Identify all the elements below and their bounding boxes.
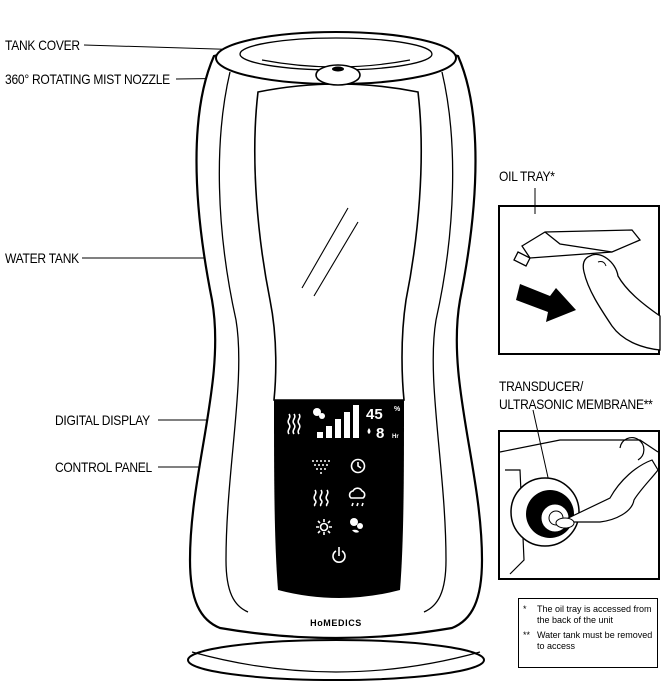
humidity-icon (348, 487, 366, 507)
label-tank-cover: TANK COVER (5, 37, 80, 53)
warm-mist-button[interactable] (313, 489, 329, 507)
timer-unit: Hr (392, 434, 399, 440)
power-button[interactable] (332, 547, 346, 563)
control-panel (274, 400, 404, 598)
transducer-drawing (499, 437, 659, 575)
label-control-panel: CONTROL PANEL (55, 459, 153, 475)
mist-nozzle (315, 64, 361, 86)
light-button[interactable] (316, 519, 332, 535)
label-oil-tray: OIL TRAY* (499, 168, 555, 184)
droplet-icon (367, 428, 371, 434)
mist-level-icon (312, 460, 330, 474)
timer-readout: 8 (376, 425, 384, 442)
humidity-unit: % (394, 406, 401, 413)
cotton-swab-icon (555, 517, 575, 529)
water-tank (253, 83, 423, 401)
finger-icon (582, 253, 661, 351)
humidity-readout: 45 (366, 406, 383, 423)
footnote-2-text: Water tank must be removed to access (537, 630, 653, 651)
timer-button[interactable] (350, 458, 366, 474)
light-icon (316, 519, 332, 535)
label-digital-display: DIGITAL DISPLAY (55, 412, 150, 428)
leader-tank-cover (83, 44, 249, 51)
warm-mist-indicator-icon (287, 413, 301, 435)
footnote-2-mark: ** (523, 630, 531, 640)
footnote-1-text: The oil tray is accessed from the back o… (537, 604, 652, 625)
hand-icon (559, 459, 659, 523)
label-water-tank: WATER TANK (5, 250, 79, 266)
label-transducer-line1: TRANSDUCER/ (499, 378, 584, 394)
label-mist-nozzle: 360° ROTATING MIST NOZZLE (5, 71, 170, 87)
footnote-box: * The oil tray is accessed from the back… (518, 598, 658, 668)
aroma-indicator-icon (313, 408, 325, 419)
warm-mist-icon (313, 489, 329, 507)
label-transducer-line2: ULTRASONIC MEMBRANE** (499, 396, 653, 412)
humidity-button[interactable] (348, 487, 366, 507)
brand-logo: HoMEDICS (310, 618, 362, 628)
aroma-icon (350, 518, 363, 533)
footnote-1-mark: * (523, 604, 527, 614)
base (187, 639, 485, 681)
mist-level-button[interactable] (312, 460, 330, 474)
power-icon (332, 547, 346, 563)
oil-tray-drawing (513, 229, 642, 267)
aroma-button[interactable] (350, 518, 363, 533)
pull-arrow-icon (516, 284, 576, 322)
timer-icon (350, 458, 366, 474)
mist-level-bars (317, 405, 359, 438)
